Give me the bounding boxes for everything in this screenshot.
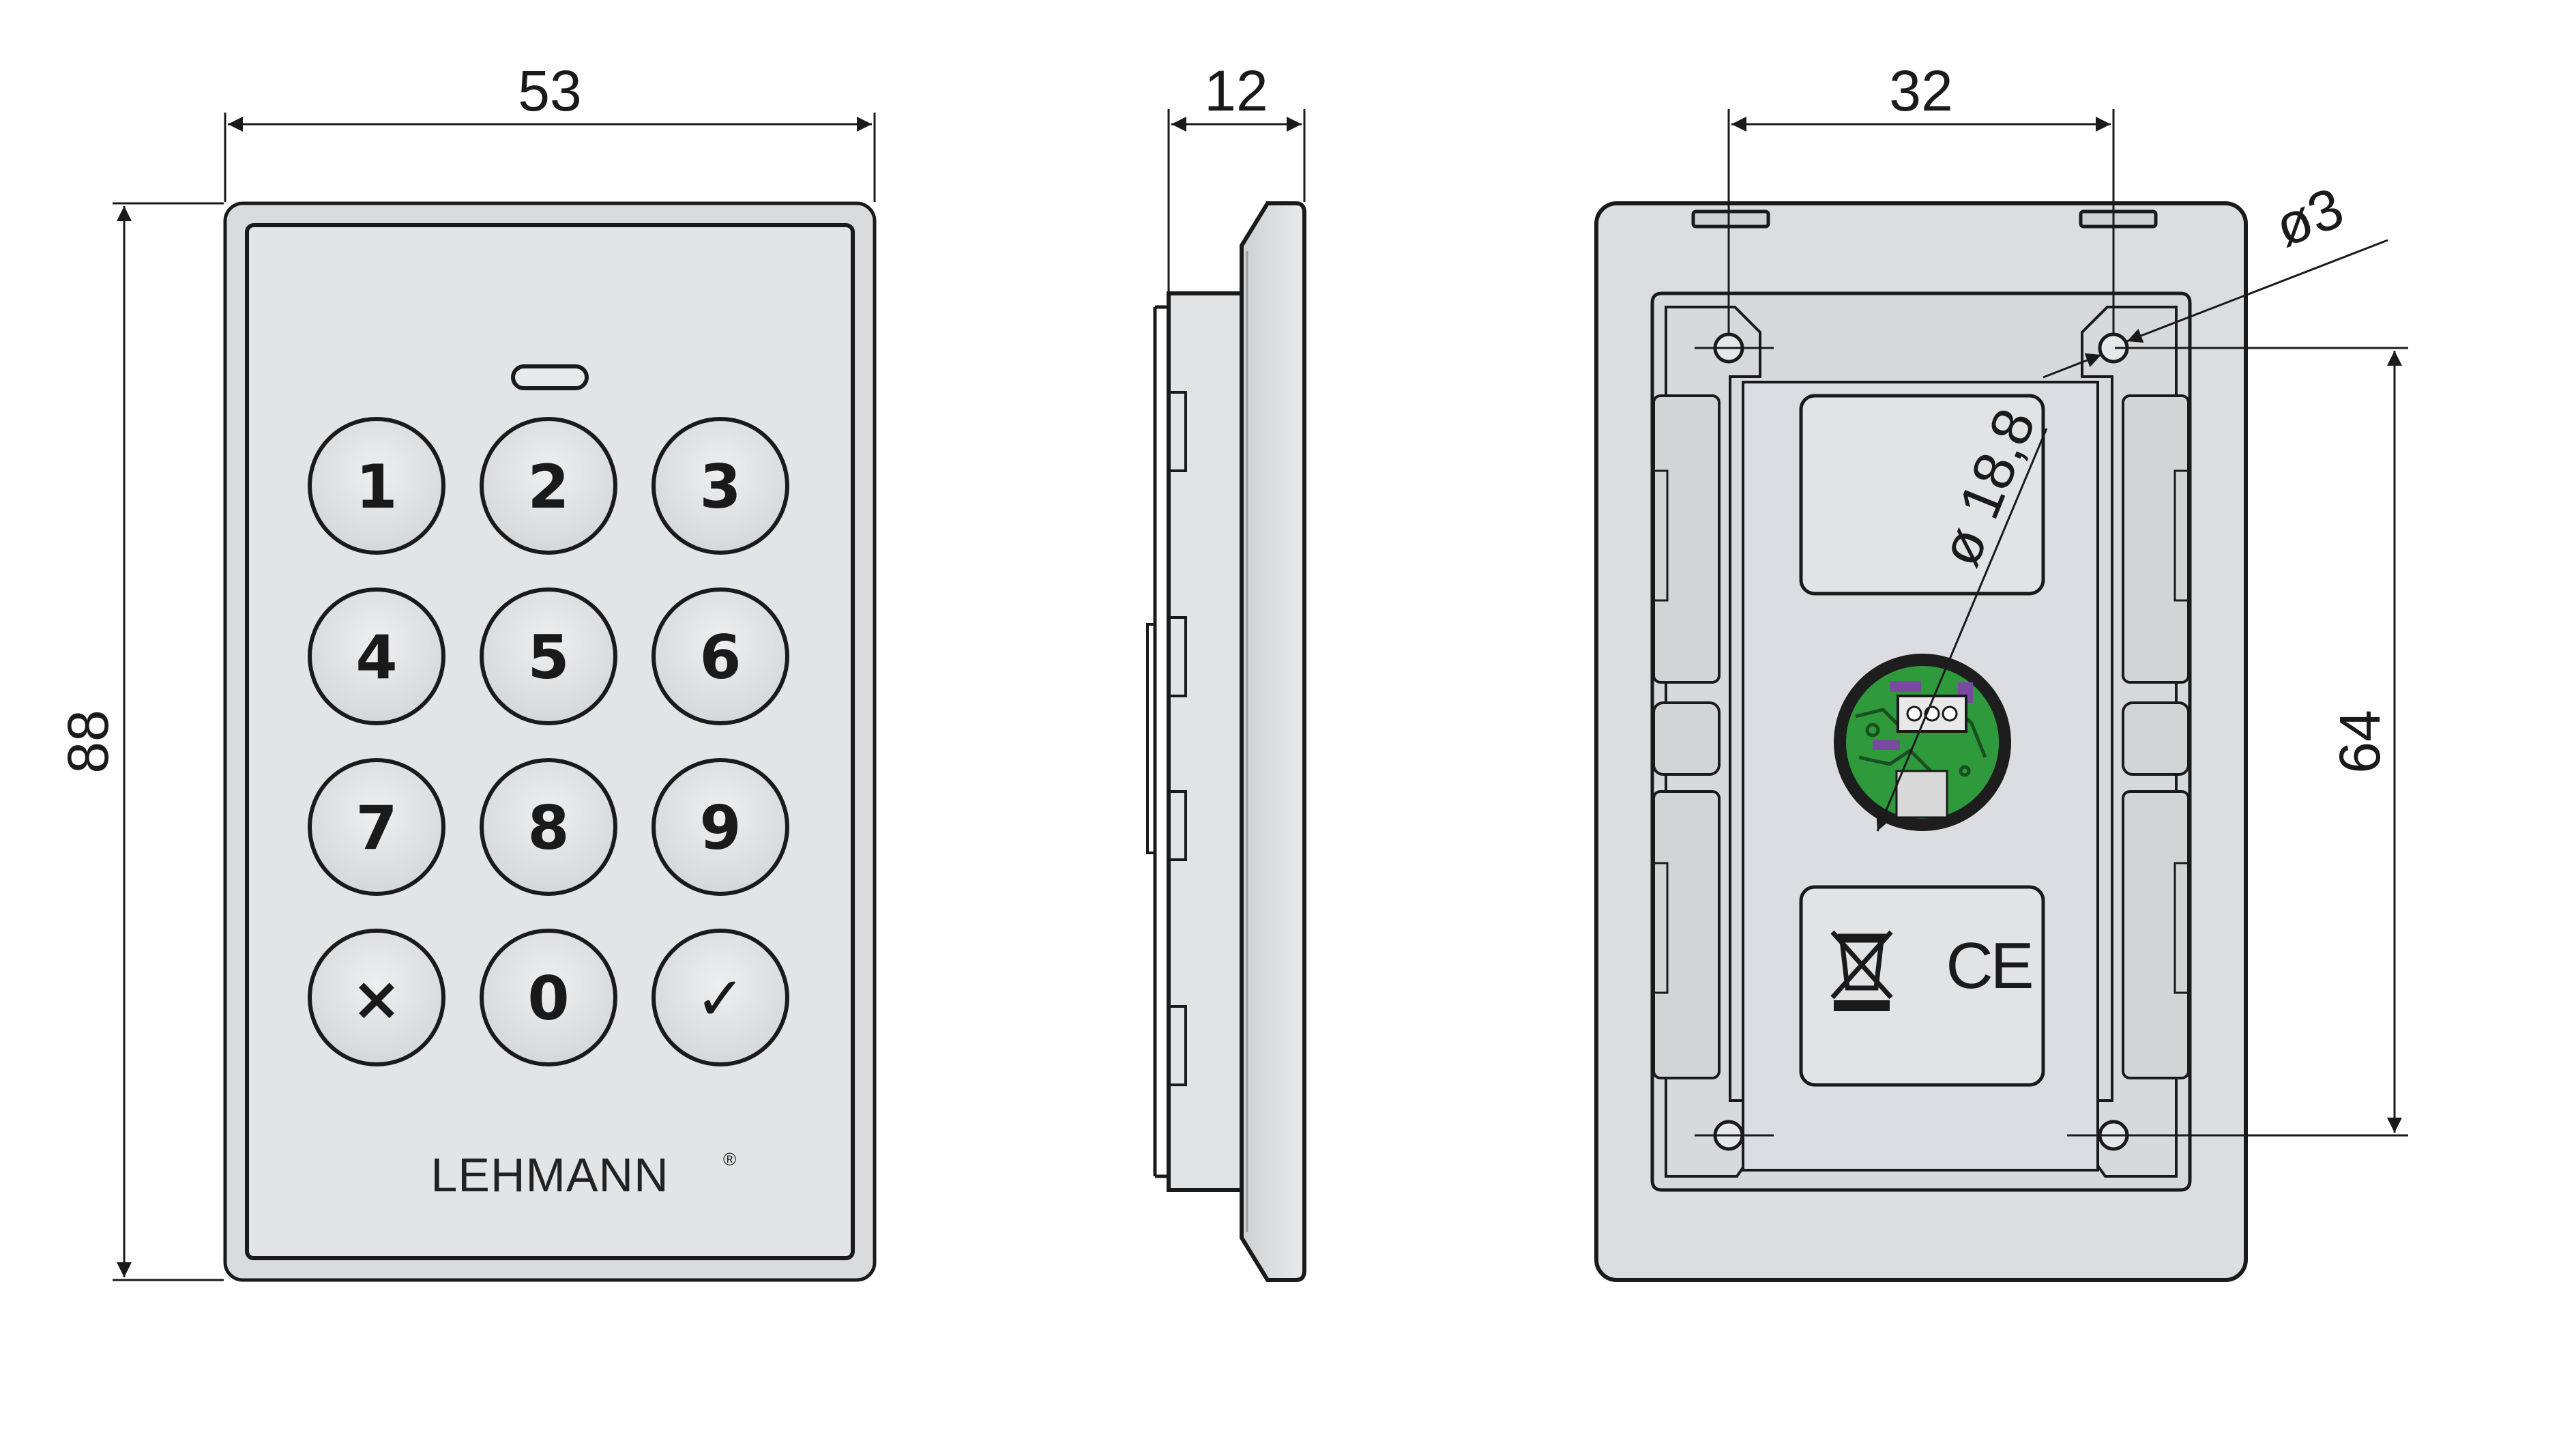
key-label: 4 bbox=[355, 622, 397, 693]
key-ring bbox=[308, 587, 445, 725]
top-slot-left bbox=[1691, 209, 1770, 229]
key-label: 0 bbox=[527, 963, 569, 1034]
key-ring bbox=[480, 417, 617, 555]
hole-spacing-vertical-dimension: 64 bbox=[2115, 347, 2408, 1137]
key-4-button[interactable]: 4 bbox=[308, 587, 445, 725]
key-label: 1 bbox=[355, 452, 397, 522]
brand-registered-mark: ® bbox=[723, 1149, 736, 1169]
key-label: 8 bbox=[527, 793, 569, 863]
key-confirm-button[interactable]: ✓ bbox=[652, 929, 789, 1066]
key-2-button[interactable]: 2 bbox=[480, 417, 617, 555]
top-slot-right bbox=[2079, 209, 2158, 229]
ce-mark-icon: CE bbox=[1946, 929, 2031, 1002]
key-ring bbox=[652, 929, 789, 1066]
key-ring bbox=[480, 929, 617, 1066]
key-ring bbox=[652, 417, 789, 555]
key-ring bbox=[308, 929, 445, 1066]
key-label: 2 bbox=[527, 452, 569, 522]
weee-bin-icon bbox=[1830, 930, 1893, 1011]
keypad: 1 2 3 4 5 6 7 8 9 × 0 ✓ bbox=[308, 417, 789, 1066]
back-view: CE bbox=[1594, 59, 2408, 1282]
key-label: ✓ bbox=[695, 963, 746, 1034]
key-1-button[interactable]: 1 bbox=[308, 417, 445, 555]
hole-spacing-horizontal-dimension: 32 bbox=[1727, 59, 2115, 334]
key-label: 6 bbox=[699, 622, 741, 693]
key-ring bbox=[308, 758, 445, 896]
width-dimension: 53 bbox=[224, 59, 876, 202]
brand-logo: LEHMANN ® bbox=[430, 1148, 736, 1202]
key-6-button[interactable]: 6 bbox=[652, 587, 789, 725]
key-7-button[interactable]: 7 bbox=[308, 758, 445, 896]
key-9-button[interactable]: 9 bbox=[652, 758, 789, 896]
key-5-button[interactable]: 5 bbox=[480, 587, 617, 725]
key-label: 7 bbox=[355, 793, 397, 863]
hole-spacing-horizontal-label: 32 bbox=[1889, 59, 1952, 123]
key-cancel-button[interactable]: × bbox=[308, 929, 445, 1066]
width-label: 53 bbox=[518, 59, 581, 123]
hole-spacing-vertical-label: 64 bbox=[2328, 710, 2392, 773]
key-ring bbox=[308, 417, 445, 555]
label-pad-top bbox=[1799, 394, 2045, 596]
key-0-button[interactable]: 0 bbox=[480, 929, 617, 1066]
key-ring bbox=[652, 758, 789, 896]
brand-name: LEHMANN bbox=[430, 1148, 669, 1202]
key-label: 9 bbox=[699, 793, 741, 863]
front-view: 1 2 3 4 5 6 7 8 9 × 0 ✓ LEHMANN ® 53 88 bbox=[56, 59, 877, 1282]
key-ring bbox=[480, 587, 617, 725]
side-view: 12 bbox=[1146, 59, 1306, 1282]
key-3-button[interactable]: 3 bbox=[652, 417, 789, 555]
key-label: 5 bbox=[527, 622, 569, 693]
status-led bbox=[511, 364, 589, 390]
height-dimension: 88 bbox=[56, 202, 224, 1281]
height-label: 88 bbox=[56, 710, 120, 773]
depth-label: 12 bbox=[1204, 59, 1268, 123]
key-label: 3 bbox=[699, 452, 741, 522]
key-8-button[interactable]: 8 bbox=[480, 758, 617, 896]
key-ring bbox=[480, 758, 617, 896]
key-label: × bbox=[351, 963, 402, 1034]
key-ring bbox=[652, 587, 789, 725]
side-cover bbox=[1240, 201, 1306, 1282]
depth-dimension: 12 bbox=[1167, 59, 1306, 292]
hole-diameter-label: ø3 bbox=[2266, 175, 2352, 259]
cable-opening bbox=[1834, 654, 2011, 831]
side-base bbox=[1167, 291, 1244, 1192]
